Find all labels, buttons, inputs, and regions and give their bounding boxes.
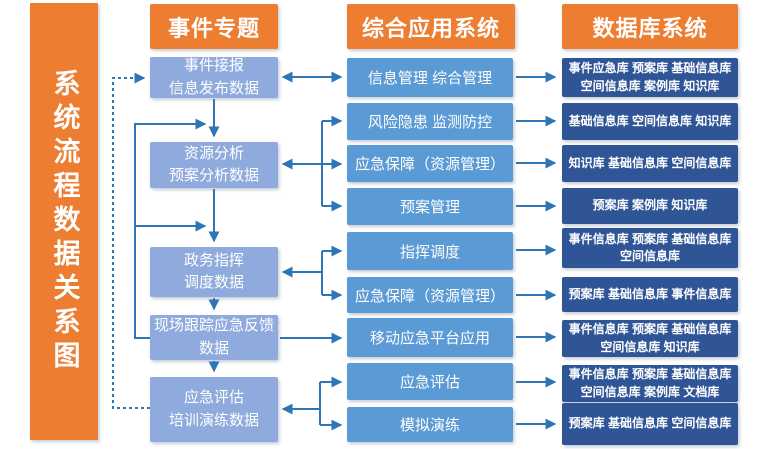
database-row-1: 事件应急库 预案库 基础信息库 空间信息库 案例库 知识库 xyxy=(562,58,738,97)
app-system-simulation-drill: 模拟演练 xyxy=(347,407,513,442)
database-row-4: 预案库 案例库 知识库 xyxy=(562,188,738,224)
database-row-9: 预案库 基础信息库 空间信息库 xyxy=(562,403,738,445)
event-topic-field-tracking: 现场跟踪应急反馈 数据 xyxy=(150,315,278,360)
event-topic-gov-command: 政务指挥 调度数据 xyxy=(150,247,278,297)
event-topic-incident-report: 事件接报 信息发布数据 xyxy=(150,57,278,98)
app-system-emergency-support-1: 应急保障（资源管理） xyxy=(347,145,513,182)
app-system-risk-monitoring: 风险隐患 监测防控 xyxy=(347,103,513,140)
database-row-7: 事件信息库 预案库 基础信息库 空间信息库 知识库 xyxy=(562,320,738,357)
column-header-database-systems: 数据库系统 xyxy=(562,4,738,49)
column-header-app-systems: 综合应用系统 xyxy=(347,4,515,49)
database-row-8: 事件信息库 预案库 基础信息库 空间信息库 案例库 文档库 xyxy=(562,365,738,402)
diagram-title-banner: 系统流程数据关系图 xyxy=(30,3,98,440)
database-row-5: 事件信息库 预案库 基础信息库 空间信息库 xyxy=(562,228,738,268)
app-system-command-dispatch: 指挥调度 xyxy=(347,232,513,270)
event-topic-evaluation-training: 应急评估 培训演练数据 xyxy=(150,377,278,442)
diagram-title: 系统流程数据关系图 xyxy=(49,68,80,375)
app-system-emergency-evaluation: 应急评估 xyxy=(347,363,513,400)
app-system-plan-management: 预案管理 xyxy=(347,188,513,225)
app-system-emergency-support-2: 应急保障（资源管理） xyxy=(347,277,513,313)
database-row-3: 知识库 基础信息库 空间信息库 xyxy=(562,145,738,182)
app-system-mobile-platform: 移动应急平台应用 xyxy=(347,318,513,357)
database-row-2: 基础信息库 空间信息库 知识库 xyxy=(562,103,738,140)
feedback-topic5-to-topic1-dashed xyxy=(112,72,150,409)
database-row-6: 预案库 基础信息库 事件信息库 xyxy=(562,277,738,312)
app-system-info-management: 信息管理 综合管理 xyxy=(347,58,513,97)
column-header-event-topics: 事件专题 xyxy=(150,4,278,49)
event-topic-resource-analysis: 资源分析 预案分析数据 xyxy=(150,142,278,188)
